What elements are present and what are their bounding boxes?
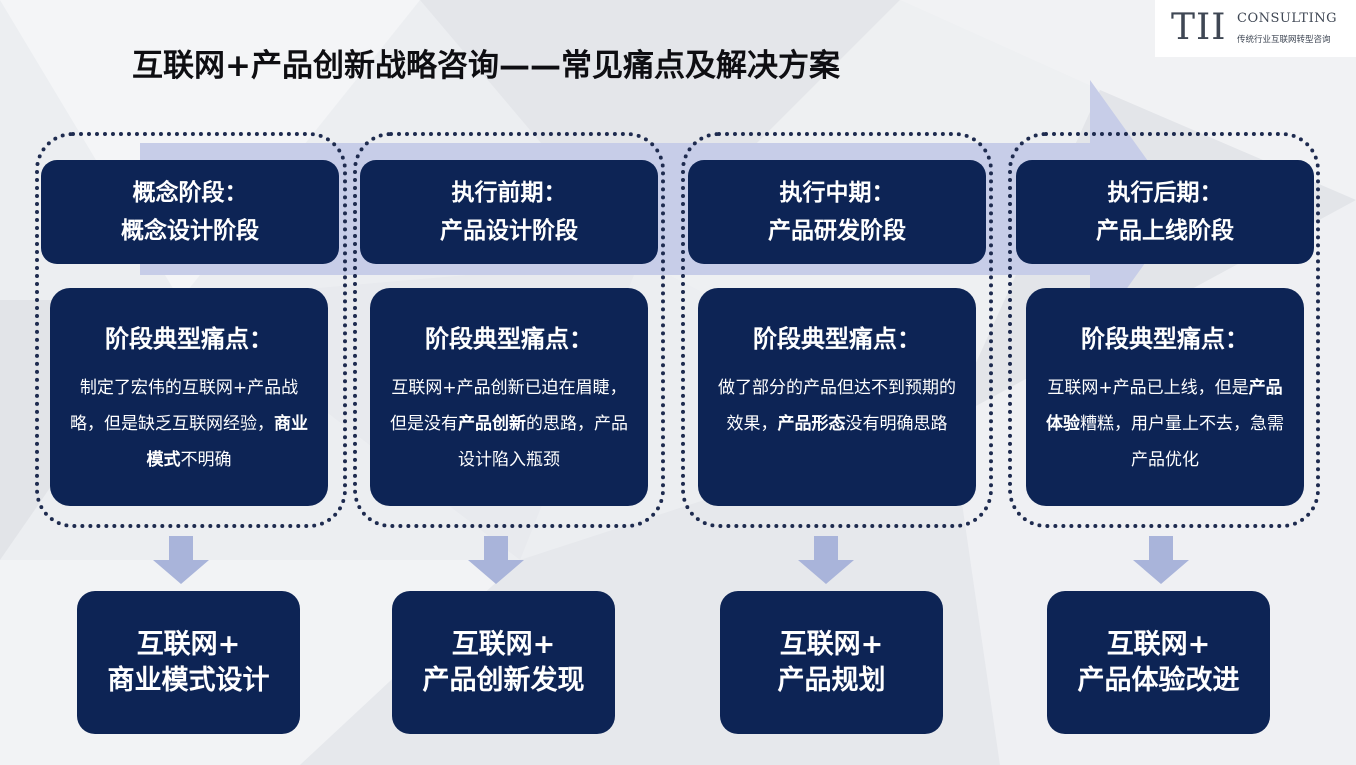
pain-point-text: 制定了宏伟的互联网+产品战略，但是缺乏互联网经验，商业模式不明确 — [70, 378, 309, 470]
stage-name: 产品设计阶段 — [440, 218, 578, 244]
stage-header: 执行前期： 产品设计阶段 — [360, 160, 658, 264]
stage-header: 概念阶段： 概念设计阶段 — [41, 160, 339, 264]
pain-point-title: 阶段典型痛点： — [425, 325, 593, 353]
pain-point-text: 做了部分的产品但达不到预期的效果，产品形态没有明确思路 — [718, 378, 956, 434]
down-arrow-icon — [798, 536, 854, 584]
stage-late-execution: 执行后期： 产品上线阶段 阶段典型痛点： 互联网+产品已上线，但是产品体验糟糕，… — [1008, 132, 1320, 528]
pain-keyword: 产品形态 — [777, 414, 846, 434]
pain-point-card: 阶段典型痛点： 互联网+产品创新已迫在眉睫，但是没有产品创新的思路，产品设计陷入… — [370, 288, 648, 506]
page-title: 互联网+产品创新战略咨询——常见痛点及解决方案 — [132, 48, 840, 84]
stage-header: 执行中期： 产品研发阶段 — [688, 160, 986, 264]
stage-phase: 概念阶段： — [132, 180, 248, 206]
solution-line: 互联网+ — [451, 628, 556, 660]
solution-name: 产品体验改进 — [1077, 664, 1240, 696]
logo-name: CONSULTING — [1237, 11, 1337, 26]
down-arrow-icon — [1133, 536, 1189, 584]
stage-phase: 执行中期： — [779, 180, 895, 206]
stage-concept: 概念阶段： 概念设计阶段 阶段典型痛点： 制定了宏伟的互联网+产品战略，但是缺乏… — [35, 132, 347, 528]
solution-business-model: 互联网+ 商业模式设计 — [77, 591, 300, 734]
stage-name: 产品研发阶段 — [768, 218, 906, 244]
solution-line: 互联网+ — [136, 628, 241, 660]
logo-tagline: 传统行业互联网转型咨询 — [1237, 35, 1331, 45]
stage-name: 概念设计阶段 — [121, 218, 259, 244]
solution-line: 互联网+ — [779, 628, 884, 660]
stage-phase: 执行后期： — [1107, 180, 1223, 206]
stage-header: 执行后期： 产品上线阶段 — [1016, 160, 1314, 264]
solution-name: 产品规划 — [777, 664, 886, 696]
pain-point-title: 阶段典型痛点： — [1081, 325, 1249, 353]
stage-mid-execution: 执行中期： 产品研发阶段 阶段典型痛点： 做了部分的产品但达不到预期的效果，产品… — [681, 132, 993, 528]
down-arrow-icon — [153, 536, 209, 584]
pain-keyword: 产品创新 — [458, 414, 526, 434]
solution-experience-improvement: 互联网+ 产品体验改进 — [1047, 591, 1270, 734]
stage-phase: 执行前期： — [451, 180, 567, 206]
solution-line: 互联网+ — [1106, 628, 1211, 660]
pain-point-title: 阶段典型痛点： — [753, 325, 921, 353]
solution-product-innovation: 互联网+ 产品创新发现 — [392, 591, 615, 734]
solution-name: 产品创新发现 — [422, 664, 585, 696]
pain-point-card: 阶段典型痛点： 制定了宏伟的互联网+产品战略，但是缺乏互联网经验，商业模式不明确 — [50, 288, 328, 506]
logo-mark: TII — [1171, 7, 1227, 48]
pain-point-card: 阶段典型痛点： 互联网+产品已上线，但是产品体验糟糕，用户量上不去，急需产品优化 — [1026, 288, 1304, 506]
stage-early-execution: 执行前期： 产品设计阶段 阶段典型痛点： 互联网+产品创新已迫在眉睫，但是没有产… — [353, 132, 665, 528]
company-logo: TII CONSULTING 传统行业互联网转型咨询 — [1155, 0, 1356, 57]
solution-name: 商业模式设计 — [107, 664, 270, 696]
pain-keyword: 产品体验 — [1046, 378, 1283, 434]
pain-point-card: 阶段典型痛点： 做了部分的产品但达不到预期的效果，产品形态没有明确思路 — [698, 288, 976, 506]
pain-point-title: 阶段典型痛点： — [105, 325, 273, 353]
pain-point-text: 互联网+产品创新已迫在眉睫，但是没有产品创新的思路，产品设计陷入瓶颈 — [390, 378, 628, 470]
pain-point-text: 互联网+产品已上线，但是产品体验糟糕，用户量上不去，急需产品优化 — [1046, 378, 1284, 470]
solution-product-planning: 互联网+ 产品规划 — [720, 591, 943, 734]
stage-name: 产品上线阶段 — [1096, 218, 1234, 244]
down-arrow-icon — [468, 536, 524, 584]
pain-keyword: 商业模式 — [146, 414, 309, 470]
